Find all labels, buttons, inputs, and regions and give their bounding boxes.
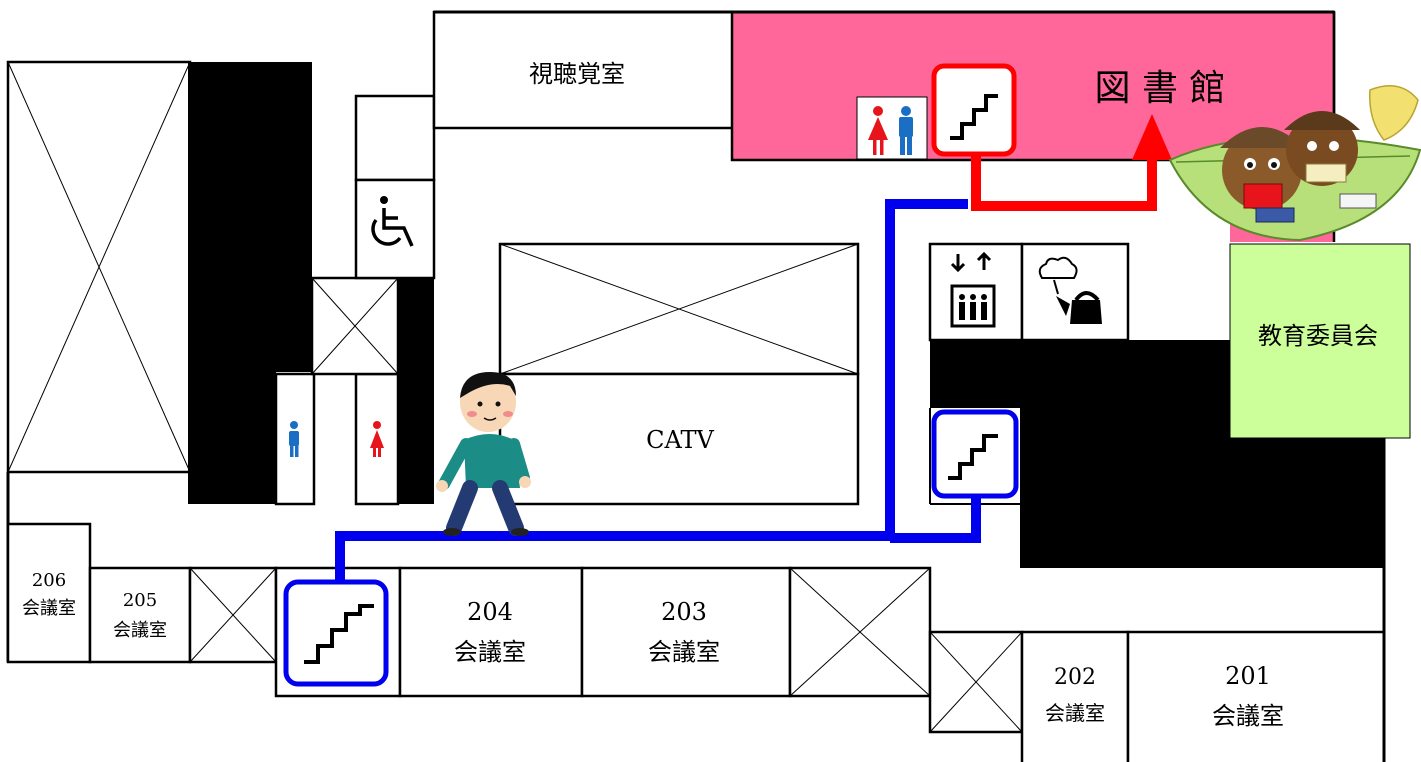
elevator bbox=[928, 242, 1024, 342]
stairs-icon bbox=[950, 94, 998, 140]
room-201: 201 会議室 bbox=[1126, 630, 1386, 762]
womens-restroom-icon bbox=[868, 106, 888, 155]
library-restroom bbox=[856, 96, 928, 160]
small-void-bottom-left bbox=[188, 566, 278, 664]
kitchenette bbox=[1020, 242, 1130, 342]
room-204-name: 会議室 bbox=[454, 638, 526, 666]
board-of-education-label: 教育委員会 bbox=[1258, 322, 1378, 350]
route-red-arrowhead bbox=[1132, 114, 1172, 160]
board-of-education-room: 教育委員会 bbox=[1229, 243, 1411, 439]
center-void bbox=[498, 242, 860, 376]
accessible-restroom bbox=[354, 178, 436, 280]
void-bottom-right bbox=[928, 630, 1024, 734]
room-201-number: 201 bbox=[1225, 662, 1271, 690]
room-206-number: 206 bbox=[32, 570, 66, 591]
small-void-center bbox=[310, 276, 400, 376]
stairs-icon bbox=[948, 434, 998, 480]
room-206: 206 会議室 bbox=[6, 522, 92, 664]
middle-stairs bbox=[931, 409, 1019, 499]
left-void bbox=[6, 60, 192, 474]
restroom-men-left bbox=[274, 372, 316, 506]
black-wall-left-lower bbox=[188, 372, 276, 504]
narrow-room bbox=[354, 94, 436, 182]
library-stairs bbox=[931, 63, 1017, 157]
library-label: 図 書 館 bbox=[1095, 68, 1226, 109]
black-wall-center bbox=[398, 278, 434, 504]
room-202-number: 202 bbox=[1054, 665, 1096, 690]
womens-restroom-icon bbox=[370, 421, 384, 457]
stairs-icon bbox=[304, 604, 374, 664]
catv-label: CATV bbox=[646, 426, 714, 454]
bottom-stairs-room bbox=[274, 566, 402, 698]
mens-restroom-icon bbox=[899, 106, 913, 155]
room-204-number: 204 bbox=[467, 598, 513, 626]
room-202-name: 会議室 bbox=[1045, 701, 1105, 725]
mens-restroom-icon bbox=[289, 421, 299, 457]
room-202: 202 会議室 bbox=[1020, 630, 1130, 762]
room-206-name: 会議室 bbox=[22, 598, 76, 619]
route-red bbox=[971, 140, 1157, 211]
void-bottom-center bbox=[788, 566, 932, 698]
room-205-number: 205 bbox=[123, 590, 157, 611]
restroom-women-left bbox=[354, 372, 400, 506]
walking-person-illustration bbox=[436, 372, 531, 536]
room-203: 203 会議室 bbox=[580, 566, 792, 698]
room-203-name: 会議室 bbox=[648, 638, 720, 666]
reading-acorns-illustration bbox=[1168, 85, 1421, 242]
audiovisual-room: 視聴覚室 bbox=[432, 10, 736, 130]
room-205-name: 会議室 bbox=[113, 620, 167, 641]
room-201-name: 会議室 bbox=[1212, 702, 1284, 730]
catv-room: CATV bbox=[498, 372, 860, 506]
room-205: 205 会議室 bbox=[88, 566, 192, 664]
audiovisual-room-label: 視聴覚室 bbox=[529, 60, 625, 88]
kettle-icon bbox=[1038, 256, 1102, 324]
room-203-number: 203 bbox=[661, 598, 707, 626]
elevator-icon bbox=[950, 251, 996, 328]
black-wall-right-upper bbox=[930, 340, 1230, 408]
room-204: 204 会議室 bbox=[398, 566, 584, 698]
black-wall-left bbox=[188, 62, 312, 372]
route-blue-branch bbox=[890, 498, 981, 543]
wheelchair-icon bbox=[371, 196, 414, 247]
